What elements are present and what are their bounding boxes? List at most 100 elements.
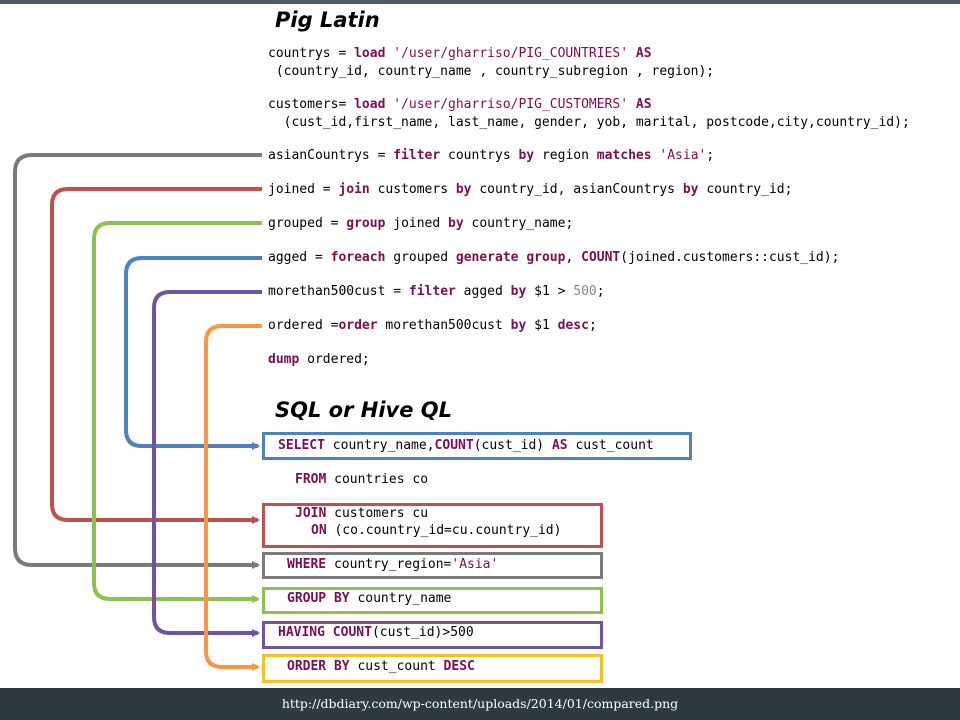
keyword-token: ON	[311, 523, 327, 538]
pig-line: countrys = load '/user/gharriso/PIG_COUN…	[268, 46, 652, 61]
code-token: customers=	[268, 97, 355, 112]
code-token: ;	[706, 148, 715, 163]
keyword-token: join	[338, 182, 370, 197]
sql-line: JOIN customers cu	[295, 506, 428, 521]
keyword-token: WHERE	[287, 557, 327, 572]
pig-line: agged = foreach grouped generate group, …	[268, 250, 839, 265]
code-token: ,	[565, 250, 582, 265]
keyword-token: AS	[551, 438, 568, 453]
sql-line: SELECT country_name,COUNT(cust_id) AS cu…	[278, 438, 654, 453]
keyword-token: by	[518, 148, 535, 163]
string-token: '/user/gharriso/PIG_CUSTOMERS'	[393, 97, 629, 112]
sql-line: GROUP BY country_name	[287, 591, 451, 606]
code-token: agged	[455, 284, 511, 299]
green-arrow	[92, 221, 262, 603]
code-token: customers	[369, 182, 456, 197]
code-token: (cust_id)>500	[371, 625, 474, 640]
code-token: (co.country_id=cu.country_id)	[326, 523, 562, 538]
code-token: (joined.customers::cust_id);	[620, 250, 840, 265]
code-token: cust_count	[567, 438, 654, 453]
keyword-token: ORDER BY	[287, 659, 350, 674]
code-token: ;	[596, 284, 605, 299]
order-by-clause-box	[262, 654, 603, 683]
keyword-token: order	[338, 318, 378, 333]
code-token: country_name	[349, 591, 452, 606]
footer-bar: http://dbdiary.com/wp-content/uploads/20…	[0, 688, 960, 720]
code-token: (cust_id,first_name, last_name, gender, …	[268, 115, 910, 130]
sql-heading: SQL or Hive QL	[275, 398, 453, 422]
blue-arrow	[124, 256, 262, 450]
select-clause-box	[262, 432, 692, 460]
string-token: 'Asia'	[451, 557, 499, 572]
top-bar	[0, 0, 960, 4]
keyword-token: load	[354, 97, 386, 112]
code-token: grouped =	[268, 216, 347, 231]
keyword-token: AS	[635, 46, 652, 61]
keyword-token: COUNT	[434, 438, 474, 453]
pig-code-panel	[262, 40, 960, 380]
keyword-token: SELECT	[278, 438, 325, 453]
code-token: country_id, asianCountrys	[471, 182, 683, 197]
code-token: country_region=	[326, 557, 452, 572]
keyword-token: by	[510, 318, 527, 333]
code-token: customers cu	[326, 506, 429, 521]
having-clause-box	[262, 621, 603, 649]
keyword-token: DESC	[443, 659, 475, 674]
pig-line: dump ordered;	[268, 352, 370, 367]
keyword-token: filter	[393, 148, 441, 163]
keyword-token: JOIN	[295, 506, 327, 521]
keyword-token: FROM	[295, 472, 327, 487]
code-token: joined	[385, 216, 449, 231]
pig-line: (cust_id,first_name, last_name, gender, …	[268, 115, 910, 130]
pig-latin-heading: Pig Latin	[275, 8, 380, 32]
code-token: country_name,	[324, 438, 435, 453]
keyword-token: HAVING	[278, 625, 325, 640]
left-background	[0, 4, 262, 688]
string-token: '/user/gharriso/PIG_COUNTRIES'	[393, 46, 629, 61]
orange-arrow	[204, 324, 262, 671]
pig-line: customers= load '/user/gharriso/PIG_CUST…	[268, 97, 652, 112]
keyword-token: by	[448, 216, 464, 231]
string-token: 'Asia'	[659, 148, 707, 163]
sql-line: FROM countries co	[295, 472, 428, 487]
source-url[interactable]: http://dbdiary.com/wp-content/uploads/20…	[281, 696, 679, 711]
code-token: ordered;	[299, 352, 370, 367]
sql-line: ORDER BY cust_count DESC	[287, 659, 475, 674]
number-token: 500	[573, 284, 597, 299]
code-token: ordered =	[268, 318, 339, 333]
sql-line: ON (co.country_id=cu.country_id)	[311, 523, 561, 538]
code-token: countrys =	[268, 46, 355, 61]
code-token: country_name;	[463, 216, 574, 231]
code-token: $1 >	[526, 284, 574, 299]
keyword-token: by	[455, 182, 472, 197]
keyword-token: desc	[557, 318, 589, 333]
code-token: morethan500cust =	[268, 284, 409, 299]
join-clause-box	[262, 503, 603, 548]
pig-line: grouped = group joined by country_name;	[268, 216, 573, 231]
code-token: countries co	[326, 472, 429, 487]
code-token: region	[534, 148, 597, 163]
keyword-token: COUNT	[332, 625, 372, 640]
pig-line: joined = join customers by country_id, a…	[268, 182, 792, 197]
sql-line: WHERE country_region='Asia'	[287, 557, 498, 572]
keyword-token: foreach	[330, 250, 386, 265]
code-token: $1	[526, 318, 558, 333]
keyword-token: group	[526, 250, 566, 265]
code-token: (cust_id)	[473, 438, 552, 453]
keyword-token: matches	[596, 148, 652, 163]
keyword-token: by	[682, 182, 699, 197]
code-token: countrys	[440, 148, 519, 163]
keyword-token: generate	[455, 250, 519, 265]
pig-line: ordered =order morethan500cust by $1 des…	[268, 318, 597, 333]
red-arrow	[50, 187, 262, 524]
code-token: cust_count	[349, 659, 444, 674]
keyword-token: COUNT	[581, 250, 621, 265]
code-token: joined =	[268, 182, 339, 197]
keyword-token: load	[354, 46, 386, 61]
keyword-token: filter	[408, 284, 456, 299]
keyword-token: group	[346, 216, 386, 231]
code-token: ;	[588, 318, 597, 333]
code-token: asianCountrys =	[268, 148, 394, 163]
group-by-clause-box	[262, 587, 603, 614]
